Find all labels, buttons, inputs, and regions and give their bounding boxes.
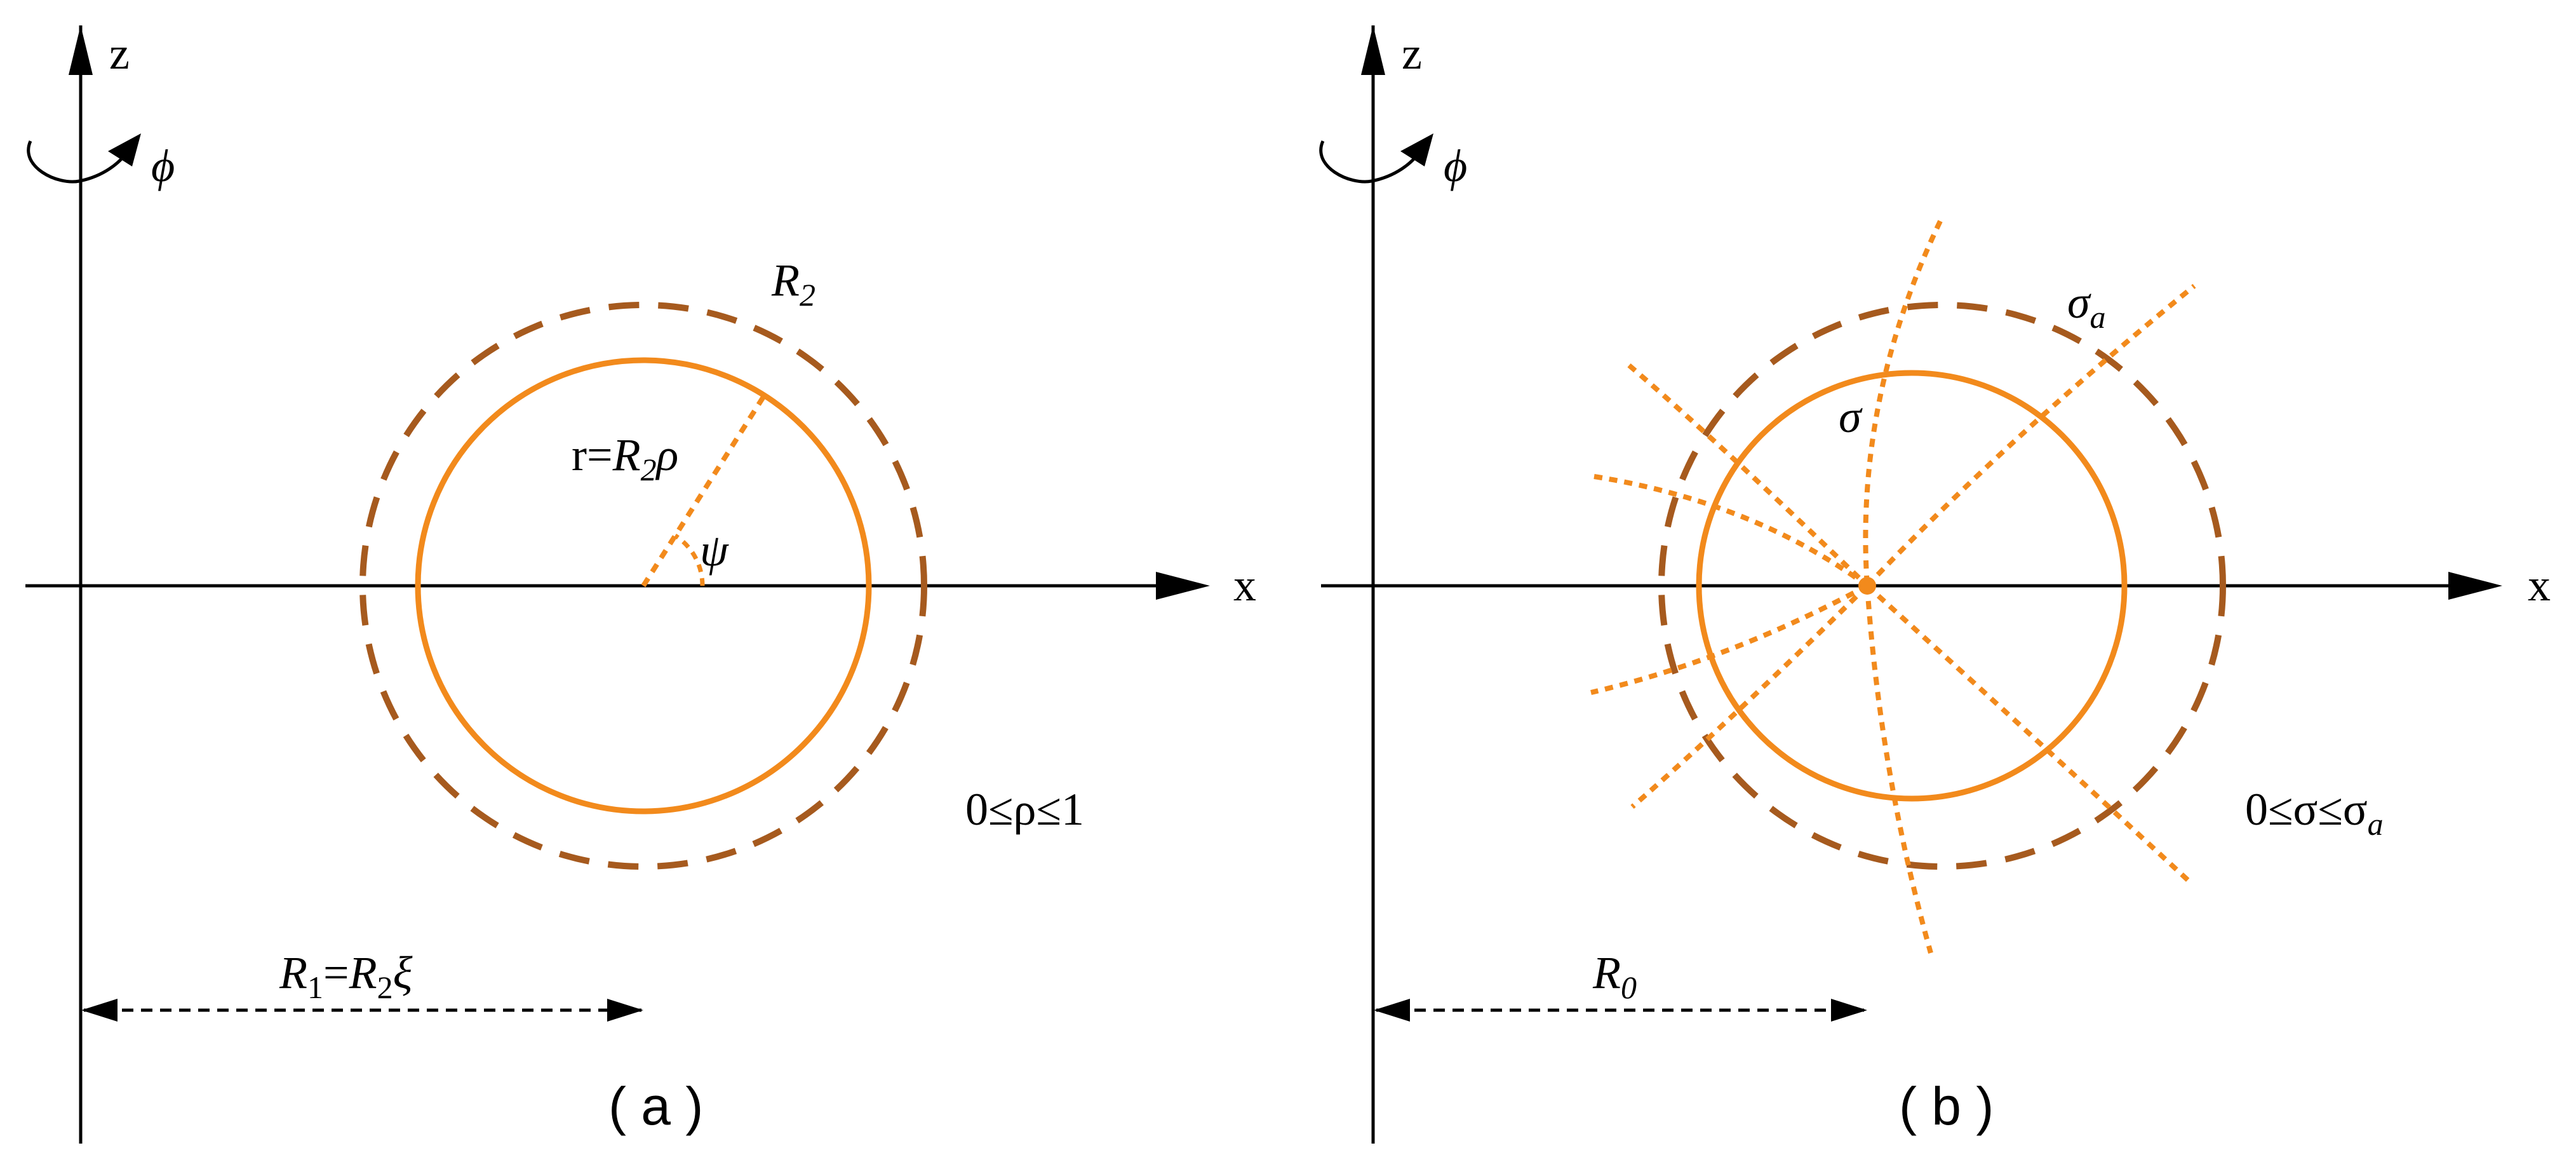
radius-line-a <box>641 392 768 588</box>
field-line <box>1593 474 1869 588</box>
caption-b: ( b ) <box>1899 1076 1994 1136</box>
offset-label-a: R1=R2ξ <box>279 947 413 1005</box>
x-axis-label-a: x <box>1233 560 1256 611</box>
field-line <box>1630 584 1869 809</box>
inner-circle-b <box>1696 370 2128 802</box>
caption-a: ( a ) <box>608 1076 703 1136</box>
outer-radius-label-a: R2 <box>771 255 815 313</box>
offset-arrow-right-head-a <box>607 999 643 1022</box>
offset-arrow-right-head-b <box>1831 999 1867 1022</box>
focus-point-b <box>1858 577 1876 595</box>
x-axis-label-b: x <box>2528 560 2551 611</box>
inner-circle-a <box>415 357 872 814</box>
x-axis-arrowhead-b <box>2448 572 2502 600</box>
offset-label-b: R0 <box>1592 947 1637 1005</box>
z-axis-label-a: z <box>109 28 130 79</box>
angle-label-a: ψ <box>700 525 729 576</box>
field-line <box>1863 220 1943 586</box>
rotation-arrowhead-a <box>108 133 141 166</box>
angle-arc-a <box>674 534 705 586</box>
offset-arrow-left-head-b <box>1374 999 1410 1022</box>
outer-sigma-label-b: σa <box>2067 277 2106 335</box>
rotation-label-b: ϕ <box>1444 140 1467 191</box>
panel-a: z ϕ x R2 r=R2ρ ψ 0≤ρ≤1 R1=R2ξ ( a ) <box>25 25 1256 1144</box>
rotation-arrow-b <box>1319 140 1425 184</box>
z-axis-arrowhead-b <box>1361 25 1385 75</box>
offset-arrow-left-head-a <box>81 999 117 1022</box>
outer-dashed-circle-b <box>1658 302 2226 870</box>
x-axis-arrowhead-a <box>1156 572 1210 600</box>
range-label-b: 0≤σ≤σa <box>2245 784 2384 842</box>
inner-sigma-label-b: σ <box>1839 391 1863 442</box>
field-line <box>1865 283 2196 588</box>
z-axis-label-b: z <box>1402 28 1422 79</box>
field-lines-b <box>1590 220 2196 954</box>
rotation-arrowhead-b <box>1400 133 1433 166</box>
outer-dashed-circle-a <box>359 302 927 870</box>
radius-label-a: r=R2ρ <box>572 429 678 487</box>
field-line <box>1590 583 1868 695</box>
panel-b: z ϕ x σa σ 0≤σ≤σa <box>1319 25 2551 1144</box>
field-line <box>1627 363 1869 588</box>
field-line <box>1865 585 1933 954</box>
range-label-a: 0≤ρ≤1 <box>965 784 1084 835</box>
rotation-label-a: ϕ <box>151 140 175 191</box>
z-axis-arrowhead-a <box>69 25 93 75</box>
field-line <box>1865 584 2193 885</box>
rotation-arrow-a <box>27 140 132 184</box>
